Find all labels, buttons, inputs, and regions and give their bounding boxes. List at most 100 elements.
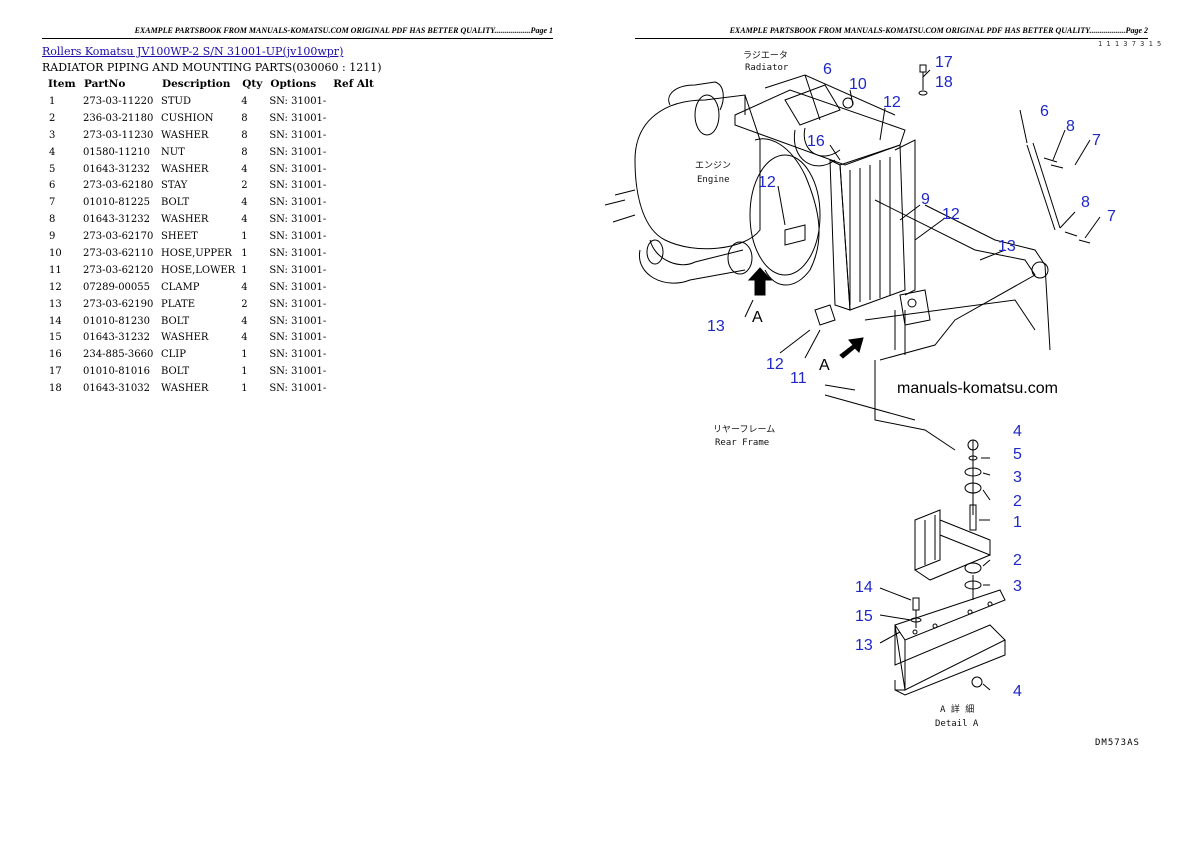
- col-header-ref-alt: Ref Alt: [333, 78, 374, 90]
- cell-item: 12: [49, 281, 62, 293]
- cell-description: CUSHION: [161, 112, 214, 124]
- cell-description: CLIP: [161, 349, 186, 361]
- cell-item: 4: [49, 146, 56, 158]
- cell-options: SN: 31001-: [269, 112, 327, 124]
- cell-options: SN: 31001-: [269, 315, 327, 327]
- callout-12: 12: [758, 174, 776, 191]
- callout-1: 1: [1013, 514, 1022, 531]
- callout-9: 9: [921, 191, 930, 208]
- page-1: EXAMPLE PARTSBOOK FROM MANUALS-KOMATSU.C…: [42, 26, 553, 397]
- catalog-title-link[interactable]: Rollers Komatsu JV100WP-2 S/N 31001-UP(j…: [42, 45, 344, 58]
- cell-ref-alt: [329, 211, 378, 228]
- cell-options: SN: 31001-: [269, 231, 327, 243]
- cell-description: WASHER: [161, 332, 209, 344]
- cell-ref-alt: [329, 329, 378, 346]
- cell-partno: 07289-00055: [83, 281, 151, 293]
- cell-item: 3: [49, 129, 56, 141]
- cell-partno: 01643-31032: [83, 383, 151, 395]
- callout-8: 8: [1081, 194, 1090, 211]
- cell-qty: 2: [241, 298, 248, 310]
- callout-7: 7: [1107, 208, 1116, 225]
- cell-ref-alt: [329, 93, 378, 110]
- callout-13: 13: [855, 637, 873, 654]
- corner-code: 1 1 1 3 7 3 1 5: [1098, 40, 1162, 48]
- cell-partno: 236-03-21180: [83, 112, 154, 124]
- table-row: 9 273-03-62170 SHEET 1 SN: 31001-: [44, 228, 378, 245]
- line-art: [604, 64, 1101, 696]
- cell-options: SN: 31001-: [269, 247, 327, 259]
- cell-options: SN: 31001-: [269, 197, 327, 209]
- cell-ref-alt: [329, 161, 378, 178]
- radiator-label-en: Radiator: [745, 63, 789, 73]
- cell-qty: 8: [241, 146, 248, 158]
- cell-options: SN: 31001-: [269, 332, 327, 344]
- cell-qty: 1: [241, 231, 248, 243]
- cell-qty: 8: [241, 112, 248, 124]
- callout-5: 5: [1013, 446, 1022, 463]
- cell-ref-alt: [329, 346, 378, 363]
- cell-item: 2: [49, 112, 56, 124]
- cell-ref-alt: [329, 296, 378, 313]
- cell-item: 6: [49, 180, 56, 192]
- cell-ref-alt: [329, 177, 378, 194]
- table-header-row: Item PartNo Description Qty Options Ref …: [44, 77, 378, 93]
- section-subtitle: RADIATOR PIPING AND MOUNTING PARTS(03006…: [42, 61, 382, 74]
- cell-description: STUD: [161, 95, 191, 107]
- cell-options: SN: 31001-: [269, 264, 327, 276]
- cell-description: NUT: [161, 146, 185, 158]
- cell-description: BOLT: [161, 315, 190, 327]
- cell-description: SHEET: [161, 231, 198, 243]
- cell-partno: 01010-81225: [83, 197, 151, 209]
- cell-item: 9: [49, 231, 56, 243]
- cell-item: 18: [49, 383, 62, 395]
- cell-description: STAY: [161, 180, 188, 192]
- callout-2: 2: [1013, 493, 1022, 510]
- engine-label-en: Engine: [697, 175, 730, 185]
- engine-label-jp: エンジン: [695, 161, 731, 171]
- callout-8: 8: [1066, 118, 1075, 135]
- col-header-description: Description: [162, 78, 231, 90]
- cell-ref-alt: [329, 228, 378, 245]
- cell-options: SN: 31001-: [269, 129, 327, 141]
- cell-item: 11: [49, 264, 62, 276]
- cell-partno: 273-03-62180: [83, 180, 154, 192]
- callout-12: 12: [942, 206, 960, 223]
- detail-label-jp: A 詳 細: [940, 703, 974, 715]
- cell-qty: 4: [241, 332, 248, 344]
- cell-qty: 1: [241, 383, 248, 395]
- cell-partno: 273-03-11230: [83, 129, 154, 141]
- cell-item: 13: [49, 298, 62, 310]
- cell-qty: 2: [241, 180, 248, 192]
- callout-14: 14: [855, 579, 873, 596]
- col-header-partno: PartNo: [84, 78, 126, 90]
- page-header: EXAMPLE PARTSBOOK FROM MANUALS-KOMATSU.C…: [42, 26, 553, 39]
- cell-qty: 4: [241, 281, 248, 293]
- callout-4: 4: [1013, 423, 1022, 440]
- callout-3: 3: [1013, 578, 1022, 595]
- callout-17: 17: [935, 54, 953, 71]
- cell-ref-alt: [329, 110, 378, 127]
- drawing-code: DM573AS: [1095, 738, 1140, 748]
- cell-description: WASHER: [161, 383, 209, 395]
- cell-description: CLAMP: [161, 281, 200, 293]
- view-a-label: A: [752, 309, 763, 326]
- cell-item: 8: [49, 214, 56, 226]
- cell-qty: 1: [241, 247, 248, 259]
- cell-partno: 273-03-62170: [83, 231, 154, 243]
- cell-description: HOSE,UPPER: [161, 247, 232, 259]
- parts-table: Item PartNo Description Qty Options Ref …: [44, 77, 378, 397]
- cell-partno: 273-03-11220: [83, 95, 154, 107]
- callout-13: 13: [707, 318, 725, 335]
- cell-partno: 01010-81016: [83, 366, 151, 378]
- cell-options: SN: 31001-: [269, 349, 327, 361]
- cell-partno: 01580-11210: [83, 146, 151, 158]
- cell-options: SN: 31001-: [269, 383, 327, 395]
- cell-qty: 4: [241, 95, 248, 107]
